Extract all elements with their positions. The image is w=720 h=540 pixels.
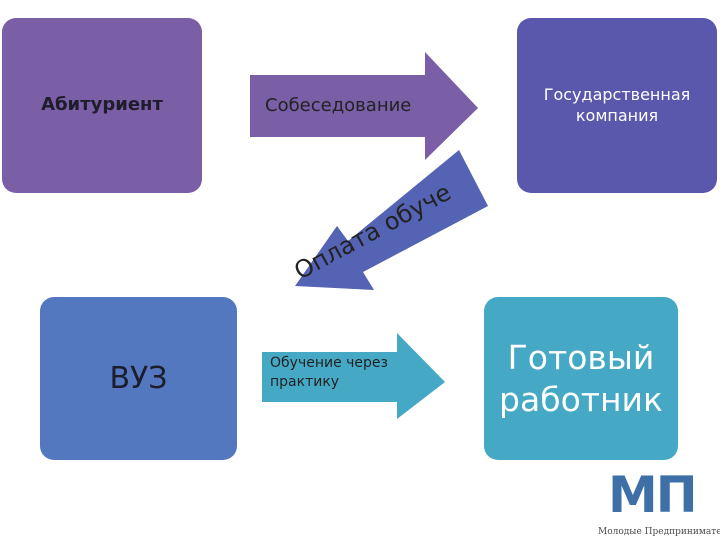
payment-arrow bbox=[295, 150, 488, 290]
university-box: ВУЗ bbox=[40, 297, 237, 460]
worker-box: Готовый работник bbox=[484, 297, 678, 460]
practice-label: Обучение через практику bbox=[270, 355, 388, 390]
logo-subtitle: Молодые Предприниматели bbox=[598, 527, 720, 537]
applicant-label: Абитуриент bbox=[41, 94, 163, 116]
university-label: ВУЗ bbox=[109, 361, 168, 396]
company-box: Государственная компания bbox=[517, 18, 717, 193]
practice-arrow bbox=[262, 333, 445, 419]
interview-arrow bbox=[250, 52, 478, 160]
company-label: Государственная компания bbox=[543, 84, 691, 125]
logo-mark: МП bbox=[608, 466, 698, 524]
applicant-box: Абитуриент bbox=[2, 18, 202, 193]
worker-label: Готовый работник bbox=[499, 338, 663, 419]
interview-label: Собеседование bbox=[265, 95, 412, 116]
